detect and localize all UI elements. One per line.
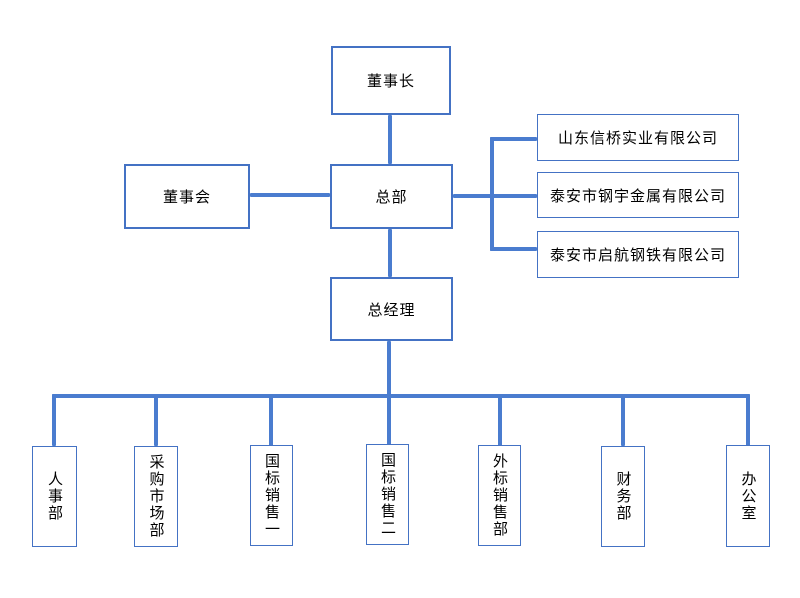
node-department-finance-label: 财务部 <box>614 471 632 522</box>
node-department-office-label: 办公室 <box>739 470 757 522</box>
node-subsidiary-1: 山东信桥实业有限公司 <box>537 114 739 161</box>
node-department-national-sales-2: 国标销售二 <box>366 444 409 545</box>
node-department-finance: 财务部 <box>601 446 645 547</box>
connector-headquarters-spine <box>453 194 537 198</box>
connector-bus-department-5 <box>498 394 502 446</box>
node-chairman-label: 董事长 <box>366 73 415 90</box>
node-department-purchasing-market: 采购市场部 <box>134 446 178 547</box>
node-subsidiary-2: 泰安市钢宇金属有限公司 <box>537 172 739 218</box>
connector-bus-department-2 <box>154 394 158 446</box>
connector-bus-department-1 <box>52 394 56 446</box>
node-department-external-sales-label: 外标销售部 <box>491 453 508 538</box>
node-department-hr: 人事部 <box>32 446 77 547</box>
connector-board-headquarters <box>250 193 330 197</box>
node-general-manager: 总经理 <box>330 277 453 341</box>
connector-bus-department-7 <box>746 394 750 446</box>
connector-bus-department-3 <box>269 394 273 446</box>
node-department-office: 办公室 <box>726 445 770 547</box>
node-headquarters-label: 总部 <box>375 189 408 206</box>
connector-department-bus <box>52 394 750 398</box>
connector-gm-department-4 <box>387 341 391 446</box>
connector-spine-subsidiary-1 <box>490 137 537 141</box>
node-subsidiary-3-label: 泰安市启航钢铁有限公司 <box>549 247 726 264</box>
node-department-external-sales: 外标销售部 <box>478 445 521 546</box>
node-subsidiary-1-label: 山东信桥实业有限公司 <box>557 130 718 147</box>
node-department-national-sales-2-label: 国标销售二 <box>379 452 396 537</box>
node-headquarters: 总部 <box>330 164 453 229</box>
node-subsidiary-2-label: 泰安市钢宇金属有限公司 <box>549 187 726 205</box>
connector-bus-department-6 <box>621 394 625 446</box>
node-subsidiary-3: 泰安市启航钢铁有限公司 <box>537 231 739 278</box>
node-board: 董事会 <box>124 164 250 229</box>
connector-chairman-headquarters <box>388 115 392 164</box>
node-department-national-sales-1-label: 国标销售一 <box>263 453 280 538</box>
connector-subsidiary-spine <box>490 137 494 251</box>
connector-headquarters-gm <box>388 229 392 277</box>
node-department-hr-label: 人事部 <box>46 471 63 522</box>
node-department-national-sales-1: 国标销售一 <box>250 445 293 546</box>
node-chairman: 董事长 <box>331 46 451 115</box>
node-department-purchasing-market-label: 采购市场部 <box>147 454 165 539</box>
connector-spine-subsidiary-3 <box>490 247 537 251</box>
node-board-label: 董事会 <box>162 189 211 206</box>
node-general-manager-label: 总经理 <box>367 301 416 319</box>
